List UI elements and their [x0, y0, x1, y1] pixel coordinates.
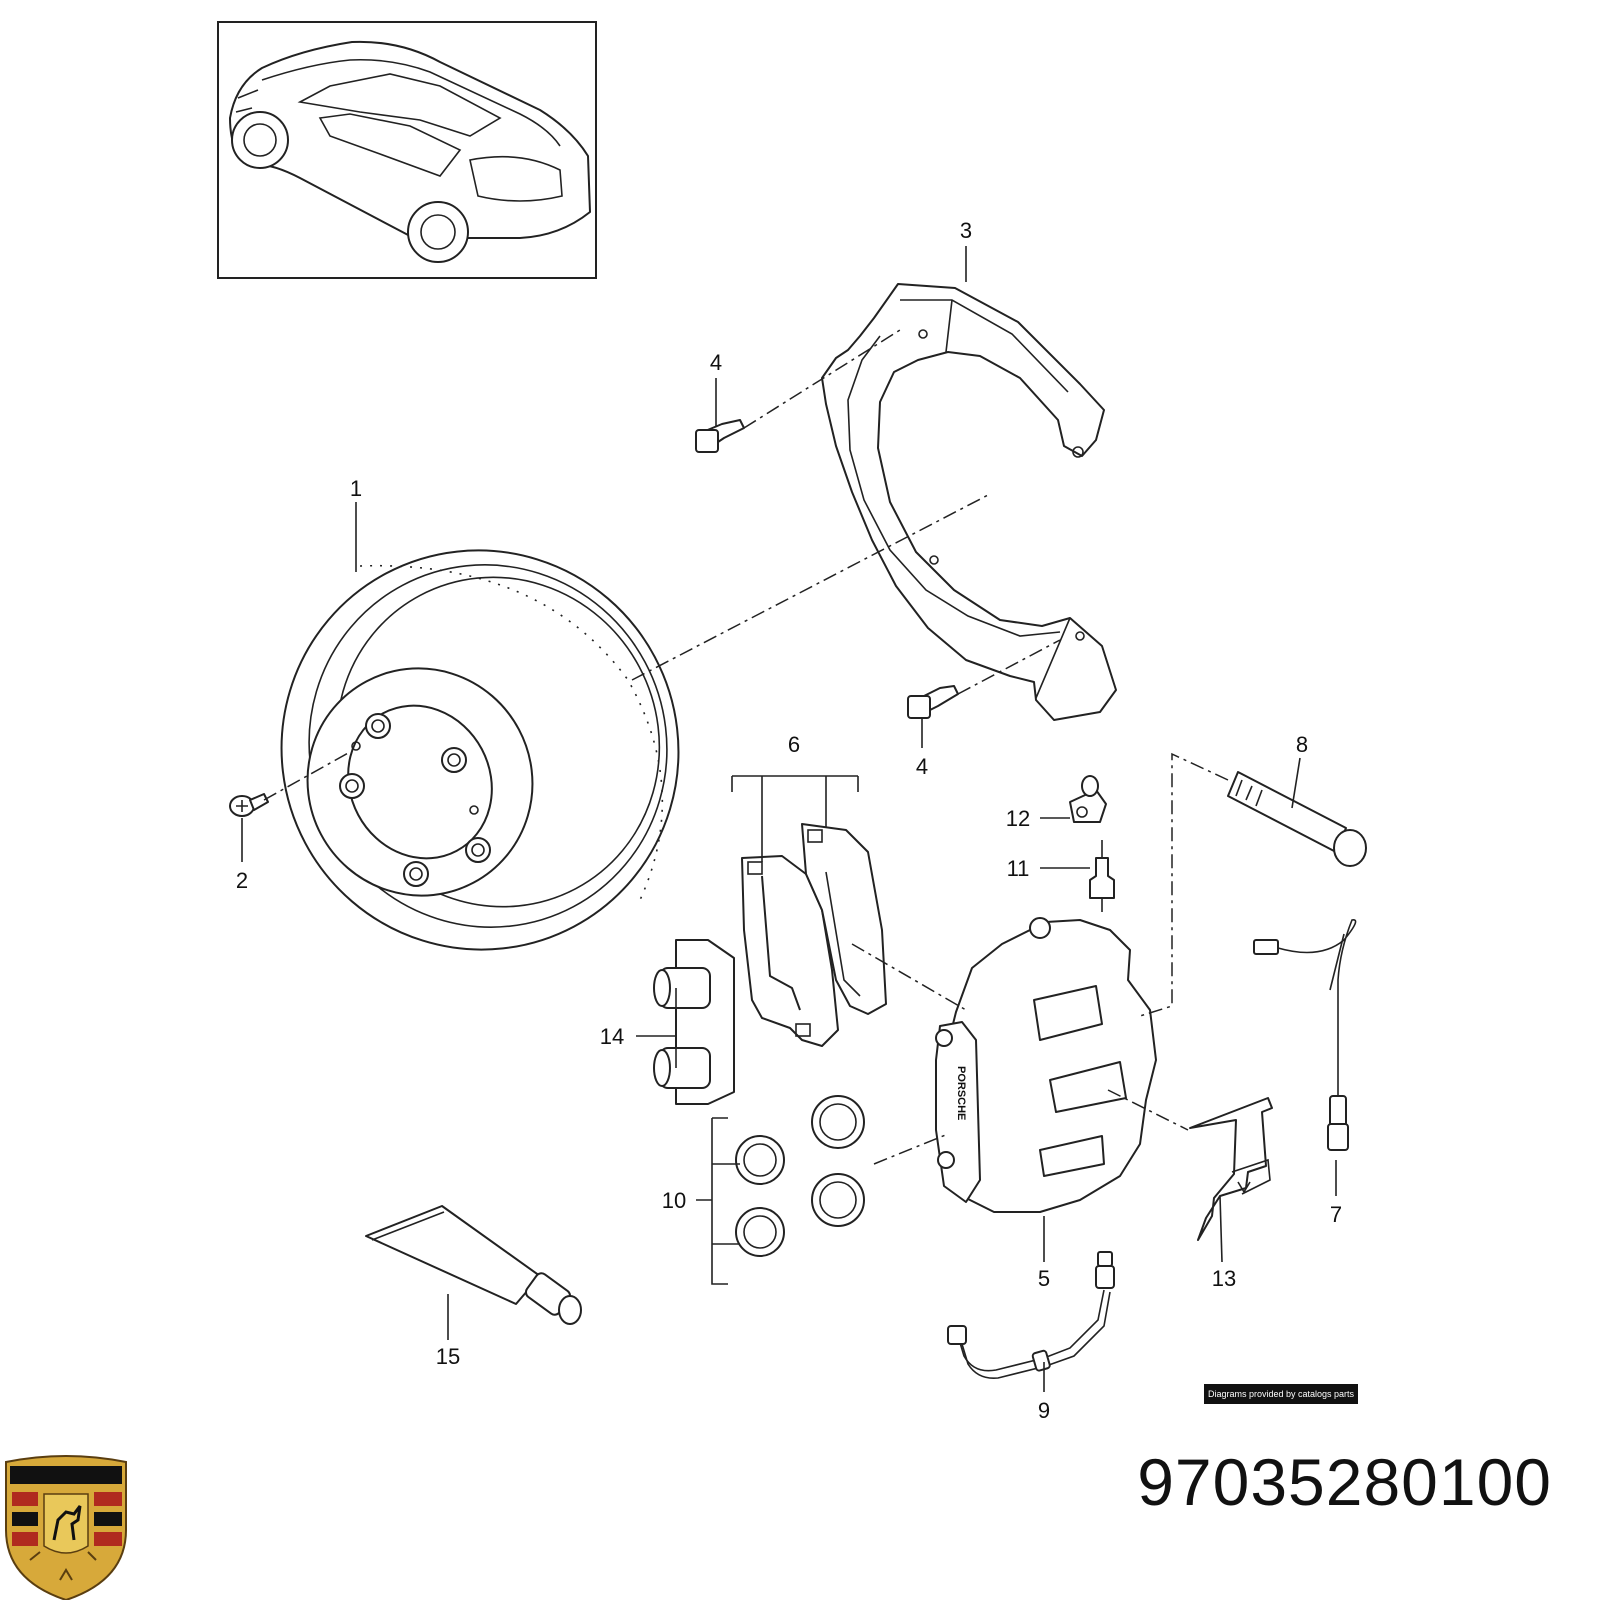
- brake-caliper: PORSCHE: [935, 917, 1157, 1213]
- callout-13: 13: [1212, 1266, 1236, 1291]
- callout-10: 10: [662, 1188, 686, 1213]
- guide-bolt: [1227, 771, 1367, 867]
- brake-disc: [280, 549, 680, 951]
- piston-seals: [735, 1095, 865, 1257]
- callout-15: 15: [436, 1344, 460, 1369]
- bleeder-cap: [1069, 775, 1107, 823]
- guide-sleeves: [653, 939, 735, 1105]
- bleeder-valve: [1089, 840, 1115, 912]
- callout-4-top: 4: [710, 350, 722, 375]
- alignment-lines: [263, 329, 1229, 1165]
- callout-12: 12: [1006, 806, 1030, 831]
- callout-5: 5: [1038, 1266, 1050, 1291]
- callout-numbers: 3 4 1 2 4 6 8 12 11 14 10 7 5 13 9 15: [236, 218, 1342, 1423]
- callout-9: 9: [1038, 1398, 1050, 1423]
- grease-tube: [365, 1205, 582, 1325]
- callout-8: 8: [1296, 732, 1308, 757]
- callout-2: 2: [236, 868, 248, 893]
- callout-7: 7: [1330, 1202, 1342, 1227]
- callout-14: 14: [600, 1024, 624, 1049]
- porsche-crest-logo: [5, 1455, 127, 1600]
- caliper-logo-text: PORSCHE: [955, 1066, 967, 1120]
- brake-pads: [741, 823, 887, 1047]
- leader-lines: [241, 246, 1337, 1392]
- brake-hose: [947, 1251, 1115, 1380]
- brake-dust-shield: [821, 283, 1117, 721]
- part-number: 97035280100: [1137, 1445, 1552, 1519]
- vehicle-inset: [217, 21, 597, 279]
- wear-sensor: [1253, 919, 1357, 1151]
- callout-4-bottom: 4: [916, 754, 928, 779]
- callout-1: 1: [350, 476, 362, 501]
- countersunk-screw: [229, 793, 269, 817]
- diagram-credit: Diagrams provided by catalogs parts: [1204, 1384, 1358, 1404]
- callout-3: 3: [960, 218, 972, 243]
- callout-6: 6: [788, 732, 800, 757]
- anti-rattle-spring: [1189, 1097, 1273, 1241]
- callout-11: 11: [1007, 856, 1030, 881]
